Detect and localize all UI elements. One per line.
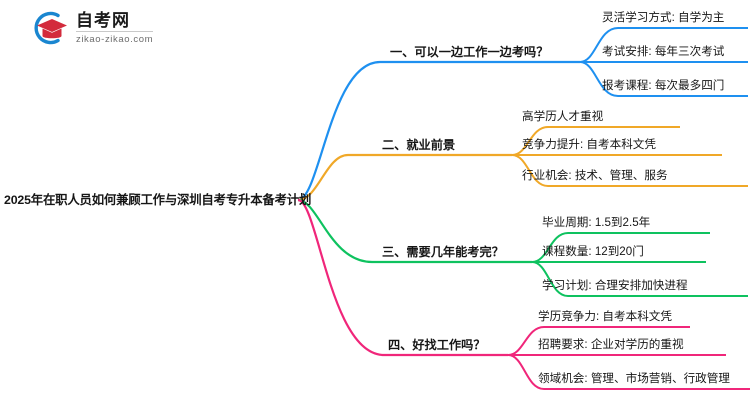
branch-4-label[interactable]: 四、好找工作吗？ [388, 338, 486, 352]
branch-3-label[interactable]: 三、需要几年能考完？ [382, 245, 504, 259]
logo-name: 自考网 [76, 12, 154, 32]
root-node-label[interactable]: 2025年在职人员如何兼顾工作与深圳自考专升本备考计划 [4, 193, 312, 207]
branch-3-child-3-label[interactable]: 学习计划: 合理安排加快进程 [542, 279, 688, 292]
logo-text-group: 自考网 zikao-zikao.com [76, 12, 154, 45]
branch-3-child-2-label[interactable]: 课程数量: 12到20门 [542, 245, 644, 258]
logo-url: zikao-zikao.com [76, 33, 154, 45]
branch-2-child-1-label[interactable]: 高学历人才重视 [522, 110, 604, 123]
branch-4-stem [297, 198, 385, 357]
branch-2-label[interactable]: 二、就业前景 [382, 138, 456, 152]
branch-3-stem [297, 198, 373, 264]
branch-3-child-1-label[interactable]: 毕业周期: 1.5到2.5年 [542, 216, 651, 229]
branch-4-child-1-label[interactable]: 学历竞争力: 自考本科文凭 [538, 310, 672, 323]
branch-1-label[interactable]: 一、可以一边工作一边考吗？ [390, 45, 549, 59]
branch-4-child-2-label[interactable]: 招聘要求: 企业对学历的重视 [538, 338, 684, 351]
branch-4-child-3-stem [507, 354, 545, 390]
branch-1-child-3-stem [579, 61, 619, 97]
branch-1-stem [297, 60, 381, 202]
branch-2-stem [297, 153, 349, 202]
branch-3-child-3-stem [531, 261, 569, 297]
branch-1-child-1-label[interactable]: 灵活学习方式: 自学为主 [602, 11, 725, 24]
branch-1-child-3-label[interactable]: 报考课程: 每次最多四门 [602, 79, 725, 92]
branch-2-child-3-stem [511, 154, 549, 187]
branch-2-child-3-label[interactable]: 行业机会: 技术、管理、服务 [522, 169, 668, 182]
branch-1-child-2-label[interactable]: 考试安排: 每年三次考试 [602, 45, 725, 58]
branch-4-child-3-label[interactable]: 领域机会: 管理、市场营销、行政管理 [538, 372, 730, 385]
site-logo[interactable]: 自考网 zikao-zikao.com [28, 8, 154, 48]
branch-2-child-2-label[interactable]: 竞争力提升: 自考本科文凭 [522, 138, 656, 151]
graduation-cap-circle-icon [34, 11, 67, 45]
